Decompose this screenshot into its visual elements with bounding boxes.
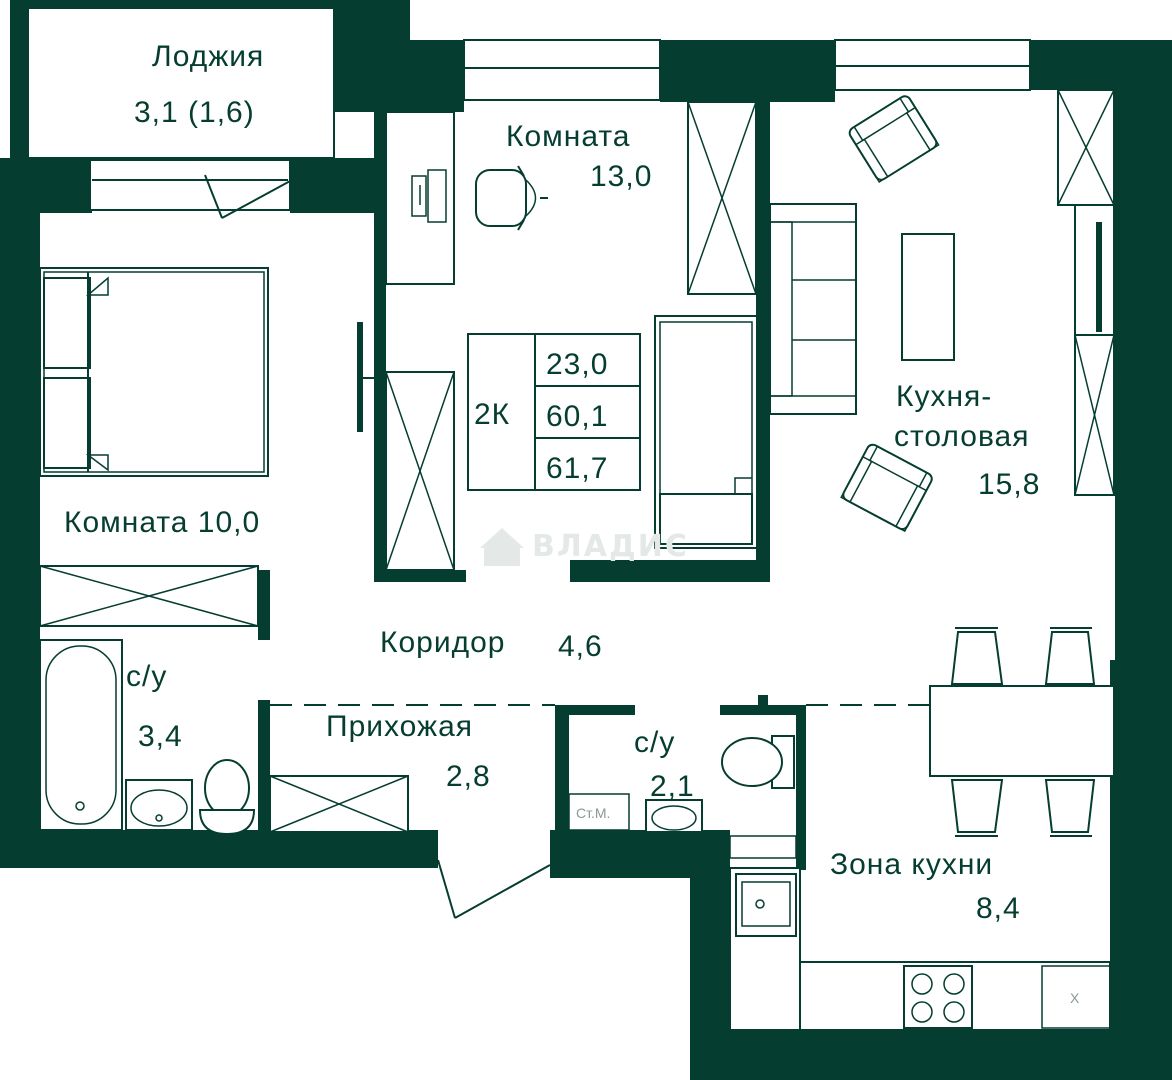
windows — [89, 39, 1115, 496]
doors — [204, 174, 551, 919]
washer-label: Ст.М. — [576, 805, 610, 821]
armchair-top — [848, 95, 940, 184]
total-area-value: 60,1 — [546, 400, 608, 433]
apartment-type: 2К — [474, 398, 510, 431]
bath2-area: 2,1 — [650, 770, 695, 803]
sink-bath2 — [645, 799, 703, 833]
kitchen-dining-name-2: столовая — [894, 420, 1030, 453]
house-icon — [480, 528, 524, 566]
hall-wardrobe — [269, 775, 409, 833]
bath2-ledge — [729, 835, 797, 859]
sink-bath1 — [125, 779, 193, 831]
kitchen-dining-name-1: Кухня- — [896, 380, 992, 413]
bath2-name: с/у — [634, 726, 675, 759]
room13-name: Комната — [506, 120, 630, 153]
kitchen-dining-area: 15,8 — [978, 468, 1040, 501]
desk — [385, 111, 455, 285]
room10-name: Комната 10,0 — [64, 506, 260, 539]
living-area-value: 23,0 — [546, 348, 608, 381]
watermark: ВЛАДИС — [480, 528, 689, 566]
washing-machine: Ст.М. — [568, 793, 630, 831]
tv-kitchen — [1096, 222, 1102, 332]
corridor-area: 4,6 — [558, 630, 603, 663]
wardrobe-bedroom — [39, 565, 259, 627]
cooktop — [903, 965, 973, 1029]
bathtub — [39, 639, 123, 831]
hall-area: 2,8 — [446, 760, 491, 793]
toilet-bath1 — [198, 759, 256, 836]
watermark-text: ВЛАДИС — [532, 529, 689, 564]
room13-area: 13,0 — [590, 160, 652, 193]
fridge-mark: Х — [1070, 990, 1080, 1006]
coffee-table — [901, 233, 955, 361]
bath1-area: 3,4 — [138, 720, 183, 753]
kitchen-sink — [735, 873, 797, 937]
dining-table — [929, 627, 1115, 837]
double-bed — [39, 267, 269, 477]
hall-name: Прихожая — [326, 710, 473, 743]
kitchen-zone-name: Зона кухни — [830, 848, 993, 881]
single-bed — [654, 315, 758, 549]
sofa — [769, 203, 857, 415]
toilet-bath2 — [721, 735, 795, 789]
armchair-bottom — [840, 443, 933, 533]
bath1-name: с/у — [126, 660, 167, 693]
loggia-name: Лоджия — [152, 40, 264, 73]
wardrobe-room13-top — [687, 101, 757, 295]
loggia-area: 3,1 (1,6) — [134, 96, 255, 129]
office-chair — [475, 165, 548, 231]
wardrobe-room13-left — [385, 371, 455, 571]
total-with-loggia-value: 61,7 — [546, 452, 608, 485]
corridor-name: Коридор — [380, 626, 505, 659]
fridge: Х — [1041, 965, 1111, 1029]
area-summary-table: 2К 23,0 60,1 61,7 — [467, 333, 641, 491]
tv-stand-bedroom — [357, 322, 374, 432]
kitchen-zone-area: 8,4 — [976, 892, 1021, 925]
